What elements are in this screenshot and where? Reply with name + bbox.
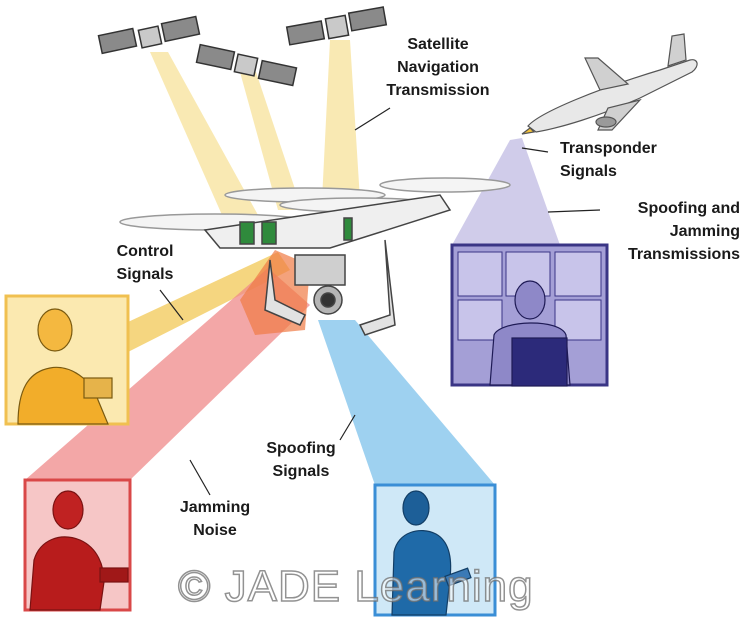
jammer-panel <box>23 478 132 612</box>
operator-panel <box>4 294 130 426</box>
label-spoofing-signals: Spoofing Signals <box>266 440 336 480</box>
satellite-beams <box>150 40 360 215</box>
control-room-panel <box>450 243 609 387</box>
control-beam <box>128 252 290 352</box>
leader-lines <box>159 107 601 496</box>
jamming-beam <box>25 268 310 480</box>
spoofing-beam <box>318 320 495 485</box>
label-spoofing-jamming-transmissions: Spoofing and Jamming Transmissions <box>627 200 740 263</box>
spoofer-panel <box>373 483 497 617</box>
spoofer-person-icon <box>391 490 472 616</box>
jammer-person-icon <box>29 490 129 611</box>
operator-person-icon <box>17 308 113 425</box>
transponder-beam <box>452 138 560 245</box>
control-room-icon <box>489 280 571 387</box>
airplane-icon <box>521 33 698 135</box>
drone-icon <box>119 177 511 336</box>
label-satellite-navigation: Satellite Navigation Transmission <box>386 36 490 99</box>
watermark: © JADE Learning <box>177 561 534 612</box>
satellite-icon <box>195 43 298 87</box>
satellite-icon <box>97 15 201 55</box>
label-jamming-noise: Jamming Noise <box>179 499 251 539</box>
label-transponder-signals: Transponder Signals <box>560 140 657 180</box>
satellite-icon <box>285 6 388 46</box>
label-control-signals: Control Signals <box>116 243 174 283</box>
